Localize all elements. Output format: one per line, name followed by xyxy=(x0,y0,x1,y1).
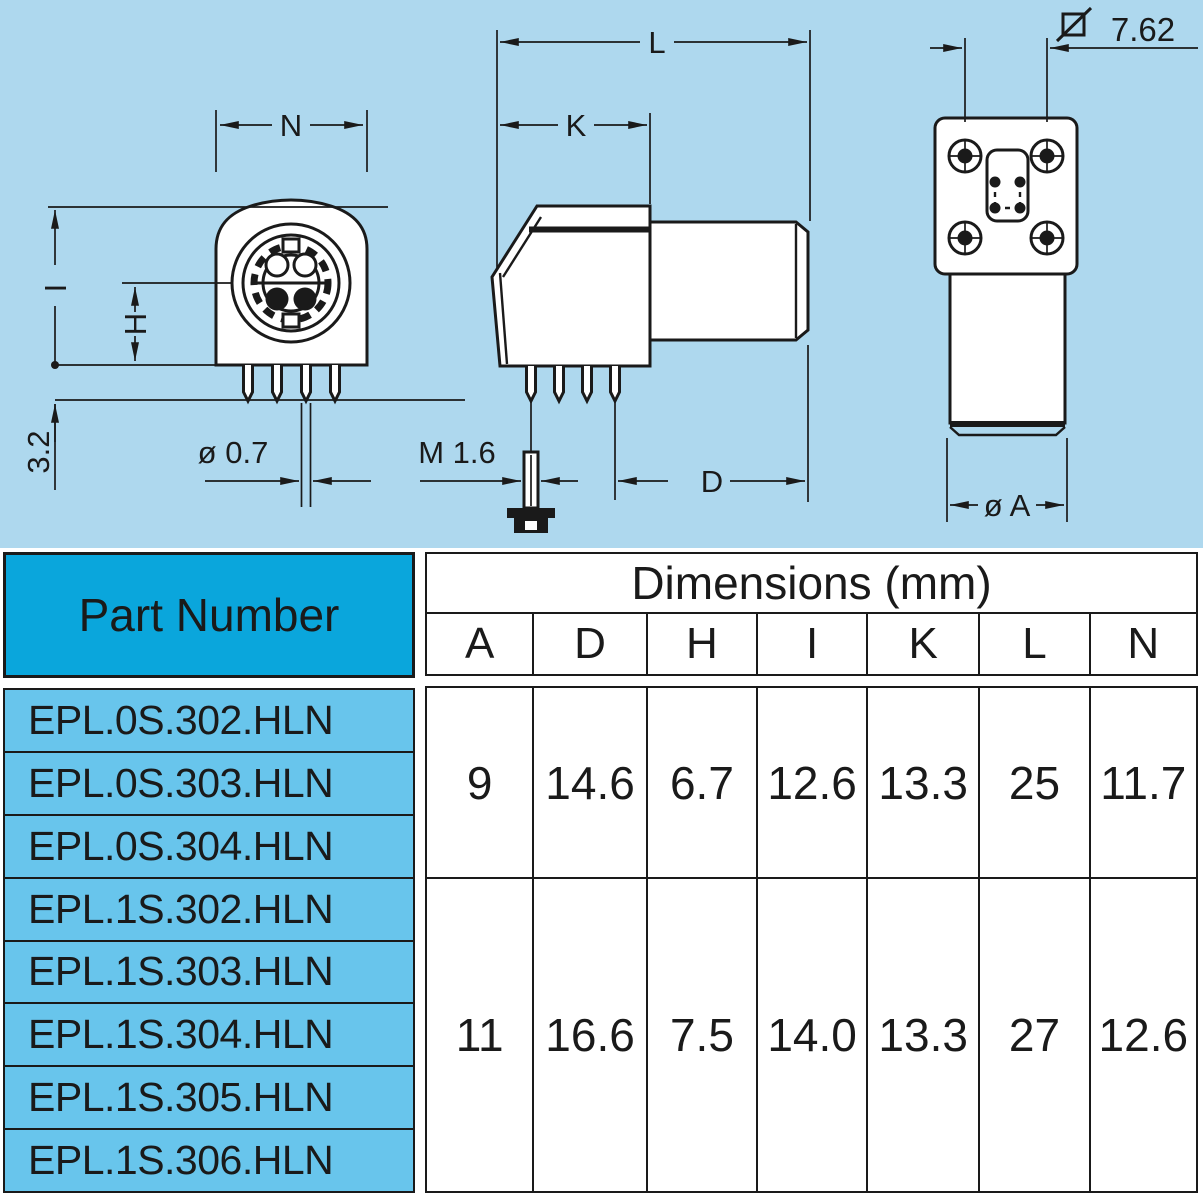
front-view-drawing: N I H 3.2 ø 0.7 xyxy=(21,108,465,507)
dim-label-screw-thread: M 1.6 xyxy=(418,435,496,470)
dim-label-l: L xyxy=(648,25,665,60)
dim-label-pitch: 7.62 xyxy=(1111,11,1175,48)
dim-label-k: K xyxy=(566,108,587,143)
column-header-h: H xyxy=(645,614,756,674)
dimensions-header: Dimensions (mm) A D H I K L N xyxy=(425,552,1198,676)
part-number-cell: EPL.1S.302.HLN xyxy=(5,876,413,940)
dim-value-cell: 25 xyxy=(978,688,1088,877)
part-number-header: Part Number xyxy=(3,552,415,678)
dim-value-cell: 14.6 xyxy=(532,688,645,877)
dimension-values-table: 9 14.6 6.7 12.6 13.3 25 11.7 11 16.6 7.5… xyxy=(425,686,1198,1193)
rear-contacts xyxy=(947,138,1065,256)
dim-value-cell: 12.6 xyxy=(1088,879,1196,1191)
column-header-n: N xyxy=(1088,614,1196,674)
dimensions-title: Dimensions (mm) xyxy=(427,554,1196,614)
screw xyxy=(507,402,555,533)
dim-value-cell: 11 xyxy=(455,1009,504,1061)
part-number-cell: EPL.0S.302.HLN xyxy=(28,696,334,743)
part-number-cell: EPL.1S.306.HLN xyxy=(5,1128,413,1191)
technical-drawing-area: N I H 3.2 ø 0.7 xyxy=(0,0,1203,548)
part-number-cell: EPL.0S.303.HLN xyxy=(5,750,413,814)
dim-value-cell: 27 xyxy=(978,879,1088,1191)
part-number-cell: EPL.1S.304.HLN xyxy=(5,1002,413,1065)
rear-view-drawing: 7.62 ø A xyxy=(930,6,1198,523)
dim-label-barrel-diameter: ø A xyxy=(984,488,1031,523)
column-header-i: I xyxy=(756,614,866,674)
column-header-a: A xyxy=(464,619,495,668)
solder-pins-side xyxy=(525,366,621,405)
part-number-cell: EPL.1S.303.HLN xyxy=(5,939,413,1003)
dim-value-cell: 6.7 xyxy=(645,688,756,877)
column-header-l: L xyxy=(978,614,1088,674)
contact-pins-face xyxy=(264,252,318,311)
dimension-values-group-1s: 11 16.6 7.5 14.0 13.3 27 12.6 xyxy=(427,877,1196,1191)
dim-label-i: I xyxy=(38,284,73,293)
dim-value-cell: 16.6 xyxy=(532,879,645,1191)
dim-value-cell: 7.5 xyxy=(645,879,756,1191)
part-number-list: EPL.0S.302.HLN EPL.0S.303.HLN EPL.0S.304… xyxy=(3,688,415,1193)
square-symbol-icon xyxy=(1055,6,1093,43)
dimension-values-group-0s: 9 14.6 6.7 12.6 13.3 25 11.7 xyxy=(427,688,1196,877)
dim-value-cell: 9 xyxy=(466,756,493,809)
dim-value-cell: 14.0 xyxy=(756,879,866,1191)
dim-label-h: H xyxy=(118,313,153,335)
part-number-cell: EPL.1S.305.HLN xyxy=(5,1065,413,1128)
dim-label-pin-diameter: ø 0.7 xyxy=(198,435,269,470)
technical-drawing: N I H 3.2 ø 0.7 xyxy=(21,6,1198,533)
dim-label-d: D xyxy=(701,464,723,499)
dim-value-cell: 13.3 xyxy=(866,879,978,1191)
dim-value-cell: 11.7 xyxy=(1088,688,1196,877)
part-number-cell: EPL.0S.304.HLN xyxy=(5,813,413,877)
dim-value-cell: 12.6 xyxy=(756,688,866,877)
dim-value-cell: 13.3 xyxy=(866,688,978,877)
dimension-column-headers: A D H I K L N xyxy=(427,614,1196,674)
dim-label-pin-protrusion: 3.2 xyxy=(21,430,56,473)
column-header-k: K xyxy=(866,614,978,674)
solder-pins-front xyxy=(242,365,341,405)
side-view-drawing: L K M 1.6 D xyxy=(418,25,811,533)
column-header-d: D xyxy=(532,614,645,674)
dim-label-n: N xyxy=(280,108,302,143)
